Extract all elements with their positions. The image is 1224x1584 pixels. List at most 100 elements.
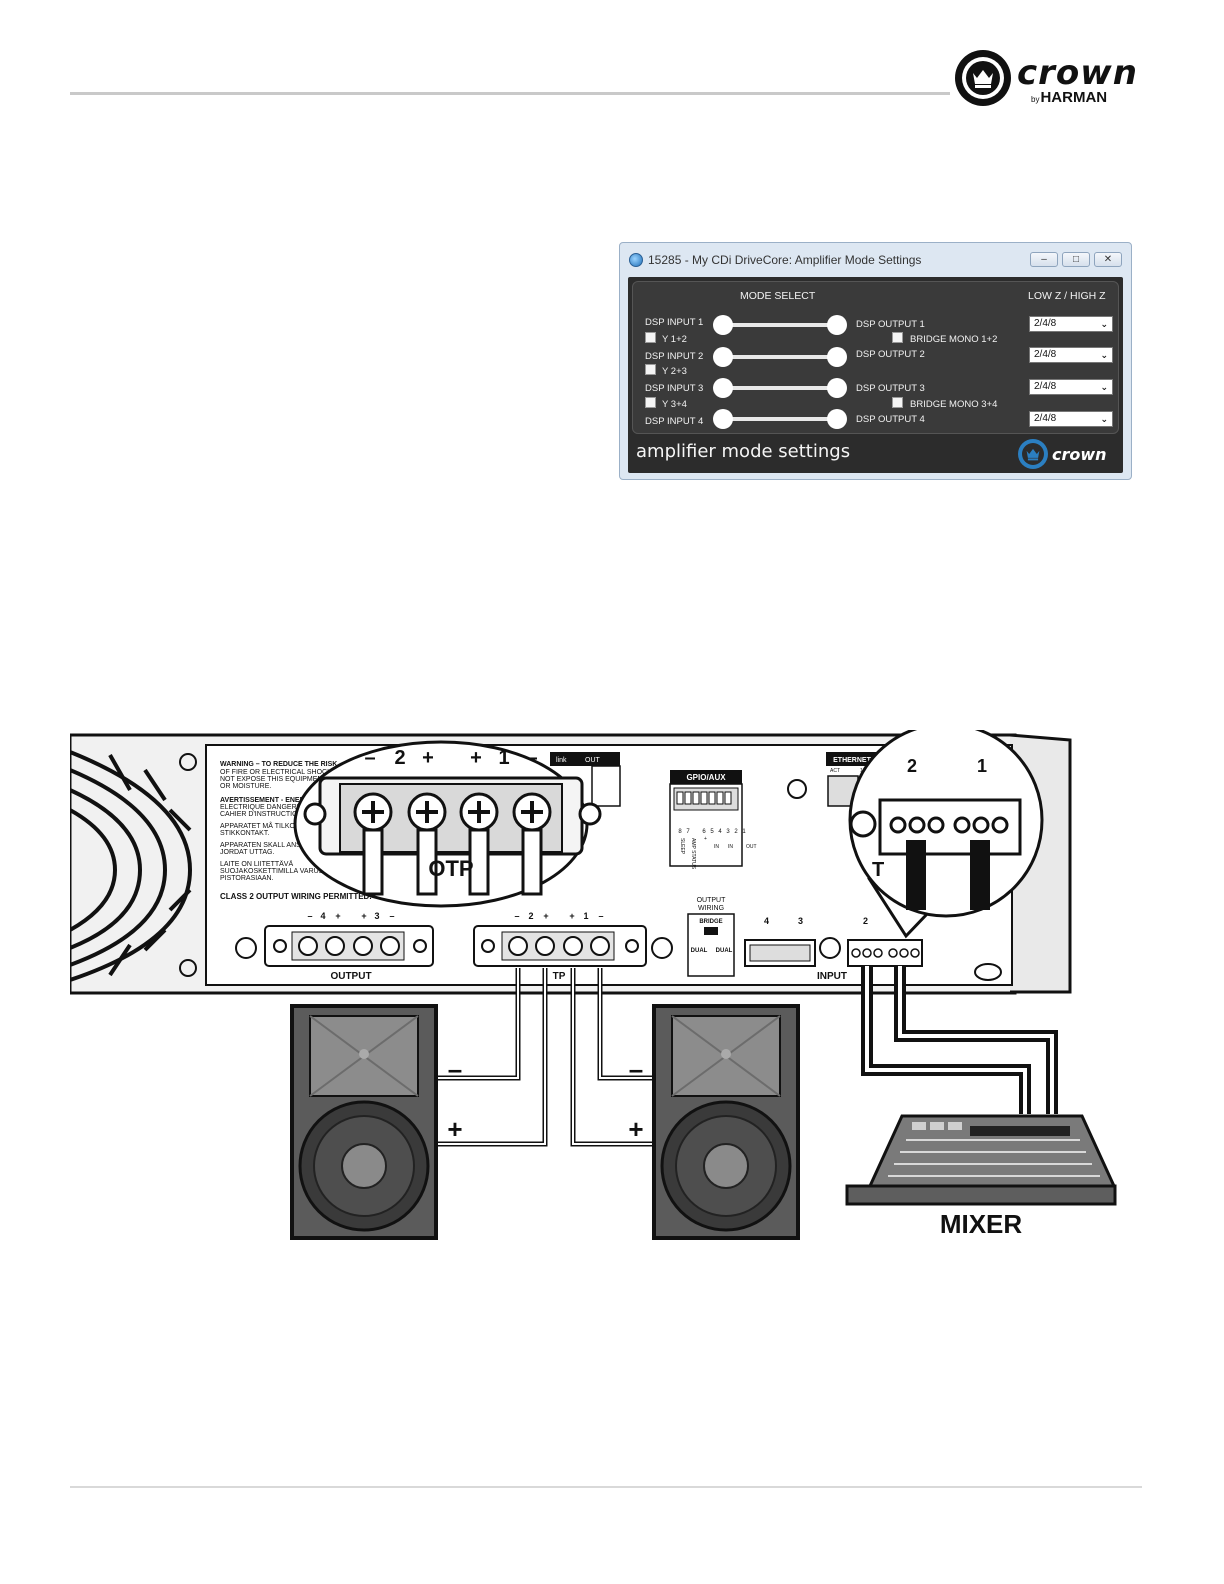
route-line-3 [729,386,839,390]
svg-text:2: 2 [734,829,738,835]
svg-text:AMP STATUS: AMP STATUS [690,838,696,870]
svg-text:1: 1 [977,756,987,776]
svg-text:+: + [628,1114,643,1144]
svg-text:ACT: ACT [830,768,840,774]
dsp-input-4-label: DSP INPUT 4 [645,416,704,427]
svg-text:BRIDGE: BRIDGE [699,919,722,925]
y23-checkbox[interactable] [645,364,656,375]
left-speaker: – + [290,1004,463,1240]
crown-icon [1026,448,1040,461]
output-terminal-zoom-callout: – 2 + + 1 – OTP [293,740,602,908]
impedance-select-1[interactable]: 2/4/8⌄ [1029,316,1113,332]
dsp-output-1-label: DSP OUTPUT 1 [856,319,925,330]
crown-harman-logo: crown byHARMAN [955,50,1145,110]
fan-grille [70,750,193,982]
minimize-button[interactable]: – [1030,252,1058,267]
svg-text:6: 6 [702,829,706,835]
svg-text:+: + [361,911,366,921]
svg-text:–: – [514,911,519,921]
svg-text:ELECTRIQUE DANGEREUSE VOIR: ELECTRIQUE DANGEREUSE VOIR [220,804,335,811]
svg-text:GPIO/AUX: GPIO/AUX [686,773,726,782]
svg-text:OTP: OTP [428,856,473,881]
window-titlebar[interactable]: 15285 - My CDi DriveCore: Amplifier Mode… [620,243,1131,277]
svg-text:–: – [307,911,312,921]
y12-checkbox[interactable] [645,332,656,343]
svg-text:–: – [448,1054,462,1084]
impedance-select-3[interactable]: 2/4/8⌄ [1029,379,1113,395]
window-title: 15285 - My CDi DriveCore: Amplifier Mode… [648,253,922,267]
header-rule [70,92,950,95]
gpio-aux-connector: GPIO/AUX 8 7 6 5 4 3 2 1 SLEEP AMP [669,770,757,870]
svg-text:4: 4 [320,911,325,921]
svg-text:+: + [447,1114,462,1144]
chevron-down-icon: ⌄ [1100,414,1108,424]
svg-text:4: 4 [764,916,769,926]
input-1-handle[interactable] [713,315,733,335]
svg-text:OR MOISTURE.: OR MOISTURE. [220,783,271,790]
app-globe-icon [629,253,643,267]
output-1-handle[interactable] [827,315,847,335]
svg-text:WIRING: WIRING [698,905,724,912]
svg-text:–: – [629,1054,643,1084]
svg-text:2: 2 [907,756,917,776]
svg-text:NOT EXPOSE THIS EQUIPMENT TO R: NOT EXPOSE THIS EQUIPMENT TO RAIN [220,776,357,783]
svg-text:5: 5 [710,829,714,835]
svg-text:3: 3 [726,829,730,835]
route-line-1 [729,323,839,327]
svg-text:APPARATET MÅ TILKOPLES JORD: APPARATET MÅ TILKOPLES JORD [220,821,334,830]
maximize-button[interactable]: □ [1062,252,1090,267]
impedance-heading: LOW Z / HIGH Z [1028,290,1106,302]
brand-word: crown [1017,53,1138,93]
dsp-input-3-label: DSP INPUT 3 [645,383,704,394]
mode-select-area: MODE SELECT LOW Z / HIGH Z DSP INPUT 1 D… [632,281,1119,434]
svg-text:1: 1 [498,747,509,769]
svg-text:4: 4 [718,829,722,835]
svg-text:link: link [556,757,567,764]
svg-text:LAITE ON LIITETTÄVÄ: LAITE ON LIITETTÄVÄ [220,860,293,868]
svg-text:+: + [704,836,707,842]
input-4-handle[interactable] [713,409,733,429]
y34-checkbox[interactable] [645,397,656,408]
chevron-down-icon: ⌄ [1100,382,1108,392]
svg-text:+: + [335,911,340,921]
mode-select-heading: MODE SELECT [740,290,816,302]
crown-footer-logo: crown [1018,439,1122,469]
svg-text:1: 1 [583,911,588,921]
output-2-handle[interactable] [827,347,847,367]
close-button[interactable]: ✕ [1094,252,1122,267]
bridge-mono-12-label: BRIDGE MONO 1+2 [910,334,998,345]
svg-text:PISTORASIAAN.: PISTORASIAAN. [220,875,274,882]
svg-text:IN: IN [714,844,719,850]
impedance-select-2[interactable]: 2/4/8⌄ [1029,347,1113,363]
right-speaker: – + [628,1004,800,1240]
svg-text:7: 7 [686,829,690,835]
svg-text:DUAL: DUAL [691,948,708,954]
bridge-mono-34-checkbox[interactable] [892,397,903,408]
bridge-mono-12-checkbox[interactable] [892,332,903,343]
svg-text:IN: IN [728,844,733,850]
input-3-handle[interactable] [713,378,733,398]
svg-text:1: 1 [742,829,746,835]
output-terminal-ch3-4: – 4 + + 3 – OUTPUT [264,911,434,982]
svg-text:STIKKONTAKT.: STIKKONTAKT. [220,830,269,837]
svg-text:OUT: OUT [746,844,757,850]
svg-text:+: + [543,911,548,921]
svg-text:8: 8 [678,829,682,835]
crown-logo-mark [955,50,1011,106]
svg-text:OUTPUT: OUTPUT [697,897,727,904]
chevron-down-icon: ⌄ [1100,350,1108,360]
svg-text:–: – [364,747,375,769]
output-wiring-switch: OUTPUT WIRING BRIDGE DUAL DUAL [687,897,735,977]
svg-text:MIXER: MIXER [940,1209,1023,1239]
svg-text:–: – [598,911,603,921]
svg-text:+: + [422,747,434,769]
impedance-select-4[interactable]: 2/4/8⌄ [1029,411,1113,427]
chevron-down-icon: ⌄ [1100,319,1108,329]
amplifier-mode-settings-window: 15285 - My CDi DriveCore: Amplifier Mode… [619,242,1132,480]
svg-text:–: – [526,747,537,769]
bridge-mono-34-label: BRIDGE MONO 3+4 [910,399,998,410]
input-2-handle[interactable] [713,347,733,367]
output-3-handle[interactable] [827,378,847,398]
svg-text:APPARATEN SKALL ANSLUTAS TILL: APPARATEN SKALL ANSLUTAS TILL [220,842,339,849]
output-4-handle[interactable] [827,409,847,429]
